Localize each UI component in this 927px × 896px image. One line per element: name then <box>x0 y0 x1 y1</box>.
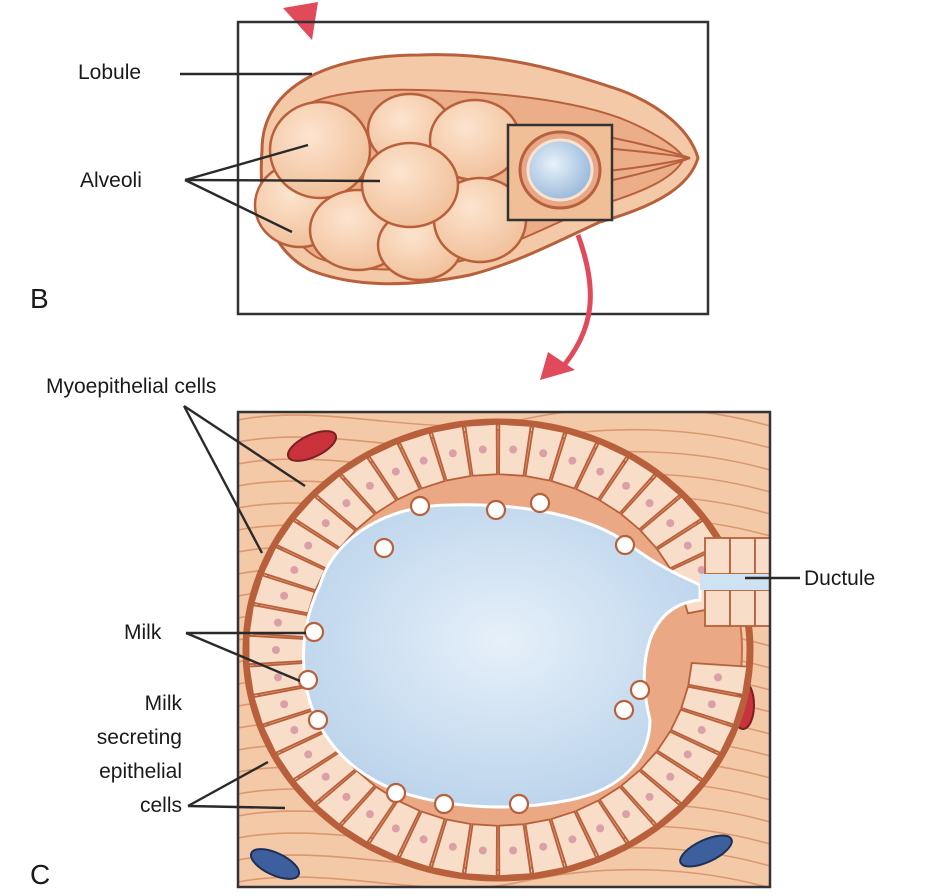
cell-nucleus <box>509 446 517 454</box>
panel-c-letter: C <box>30 859 50 890</box>
cell-nucleus <box>698 726 706 734</box>
label-milk-secreting-cells: Milk secreting epithelial cells <box>97 692 183 817</box>
cell-nucleus <box>449 449 457 457</box>
cell-nucleus <box>322 519 330 527</box>
cell-nucleus <box>420 835 428 843</box>
cell-nucleus <box>666 773 674 781</box>
cell-nucleus <box>280 700 288 708</box>
cell-nucleus <box>280 592 288 600</box>
panel-b-letter: B <box>30 283 49 314</box>
svg-text:Milk: Milk <box>145 692 183 715</box>
svg-text:secreting: secreting <box>97 726 182 749</box>
label-alveoli: Alveoli <box>80 169 142 192</box>
cell-nucleus <box>596 824 604 832</box>
cell-nucleus <box>479 446 487 454</box>
cell-nucleus <box>539 843 547 851</box>
cell-nucleus <box>342 499 350 507</box>
cell-nucleus <box>714 673 722 681</box>
cell-nucleus <box>646 793 654 801</box>
cell-nucleus <box>596 468 604 476</box>
cell-nucleus <box>684 750 692 758</box>
label-milk: Milk <box>124 621 162 644</box>
label-ductule: Ductule <box>804 567 875 590</box>
cell-nucleus <box>366 810 374 818</box>
cell-nucleus <box>304 750 312 758</box>
panel-b: Lobule Alveoli B <box>30 2 708 380</box>
cell-nucleus <box>622 482 630 490</box>
cell-nucleus <box>539 449 547 457</box>
cell-nucleus <box>622 810 630 818</box>
cell-nucleus <box>479 846 487 854</box>
cell-nucleus <box>392 824 400 832</box>
label-lobule: Lobule <box>78 61 141 84</box>
cell-nucleus <box>666 519 674 527</box>
cell-nucleus <box>304 542 312 550</box>
zoom-arrow <box>560 235 590 370</box>
cell-nucleus <box>342 793 350 801</box>
cell-nucleus <box>420 457 428 465</box>
cell-nucleus <box>449 843 457 851</box>
cell-nucleus <box>568 457 576 465</box>
svg-text:cells: cells <box>140 794 182 817</box>
cell-nucleus <box>392 468 400 476</box>
cell-nucleus <box>290 566 298 574</box>
cell-nucleus <box>568 835 576 843</box>
cell-nucleus <box>684 542 692 550</box>
cell-nucleus <box>366 482 374 490</box>
cell-nucleus <box>290 726 298 734</box>
label-myoepithelial-cells: Myoepithelial cells <box>46 375 216 398</box>
cell-nucleus <box>322 773 330 781</box>
cell-nucleus <box>708 700 716 708</box>
svg-text:epithelial: epithelial <box>99 760 182 783</box>
panel-c: Myoepithelial cells Ductule Milk Milk se… <box>30 375 875 890</box>
cell-nucleus <box>509 846 517 854</box>
cell-nucleus <box>272 646 280 654</box>
cell-nucleus <box>274 619 282 627</box>
cell-nucleus <box>274 673 282 681</box>
cell-nucleus <box>646 499 654 507</box>
